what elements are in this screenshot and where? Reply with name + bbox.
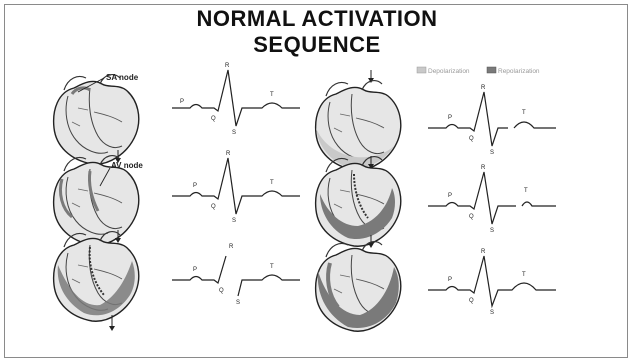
av-node-label: AV node (111, 161, 143, 170)
svg-text:S: S (490, 150, 494, 156)
heart-3 (54, 232, 139, 322)
ecg-strip-3-labels: P R Q S T (193, 244, 274, 306)
svg-text:P: P (180, 99, 184, 105)
svg-text:S: S (232, 218, 236, 224)
ecg-strip-2-labels: P R Q S T (193, 151, 274, 224)
svg-text:T: T (522, 272, 526, 278)
svg-text:S: S (490, 228, 494, 234)
sa-node-label: SA node (106, 73, 139, 82)
heart-6 (316, 242, 401, 332)
svg-text:P: P (448, 193, 452, 199)
heart-4 (316, 81, 401, 171)
heart-1 (54, 75, 139, 165)
svg-text:P: P (193, 267, 197, 273)
svg-text:R: R (225, 63, 230, 69)
svg-text:S: S (236, 300, 240, 306)
ecg-strip-6-labels: P R Q S T (448, 249, 526, 316)
svg-text:Q: Q (211, 204, 216, 210)
svg-text:S: S (490, 310, 494, 316)
svg-text:R: R (229, 244, 234, 250)
svg-text:T: T (270, 264, 274, 270)
svg-text:T: T (270, 92, 274, 98)
svg-text:Q: Q (469, 298, 474, 304)
legend-repolarization-swatch (487, 67, 496, 73)
legend-depolarization-label: Depolarization (428, 68, 470, 75)
ecg-strip-4-labels: P R Q S T (448, 85, 526, 156)
svg-text:R: R (481, 165, 486, 171)
svg-text:P: P (448, 115, 452, 121)
svg-text:R: R (481, 85, 486, 91)
svg-text:S: S (232, 130, 236, 136)
svg-text:T: T (522, 110, 526, 116)
svg-text:P: P (448, 277, 452, 283)
legend-repolarization-label: Repolarization (498, 68, 540, 75)
legend-depolarization-swatch (417, 67, 426, 73)
svg-text:Q: Q (211, 116, 216, 122)
svg-text:R: R (481, 249, 486, 255)
ecg-strip-2 (172, 158, 300, 214)
svg-text:T: T (270, 180, 274, 186)
ecg-strip-3 (172, 256, 300, 296)
svg-text:T: T (524, 188, 528, 194)
legend: Depolarization Repolarization (417, 67, 540, 75)
svg-text:Q: Q (219, 288, 224, 294)
svg-text:Q: Q (469, 136, 474, 142)
svg-text:R: R (226, 151, 231, 157)
svg-text:P: P (193, 183, 197, 189)
ecg-strip-1 (172, 70, 300, 126)
heart-5 (316, 157, 401, 247)
svg-text:Q: Q (469, 214, 474, 220)
